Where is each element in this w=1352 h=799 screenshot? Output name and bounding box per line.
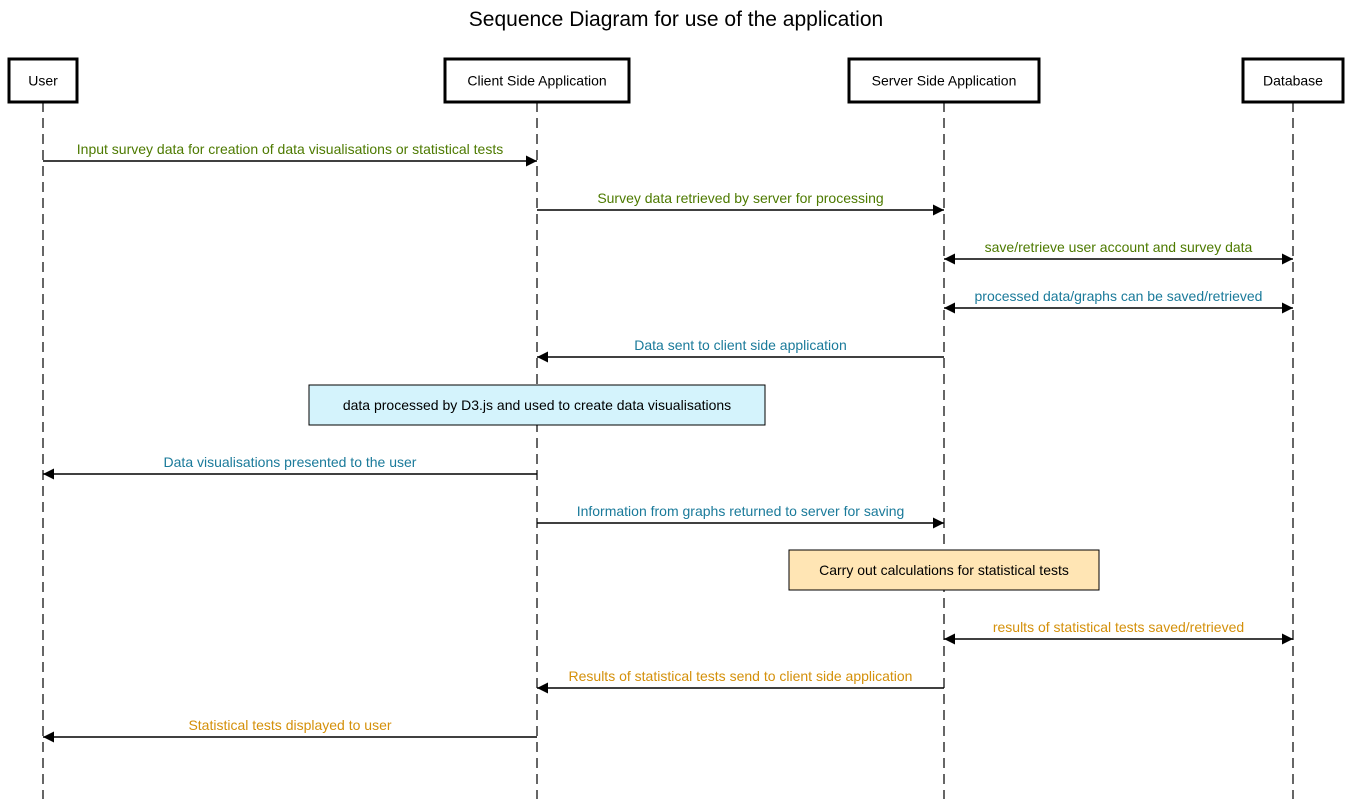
note-6-label: data processed by D3.js and used to crea… [343, 397, 731, 413]
message-12-label: Statistical tests displayed to user [188, 717, 391, 733]
participant-client-box [443, 57, 631, 104]
participant-db-box [1241, 57, 1345, 104]
message-10-label: results of statistical tests saved/retri… [993, 619, 1244, 635]
message-5-label: Data sent to client side application [634, 337, 846, 353]
participant-client-label: Client Side Application [467, 73, 606, 89]
message-3-label: save/retrieve user account and survey da… [985, 239, 1253, 255]
message-2-label: Survey data retrieved by server for proc… [597, 190, 883, 206]
message-4-label: processed data/graphs can be saved/retri… [975, 288, 1263, 304]
diagram-steps: Input survey data for creation of data v… [43, 141, 1293, 743]
lifelines [42, 102, 1294, 799]
participant-server-box [847, 57, 1041, 104]
participants: User Client Side Application Server Side A… [7, 57, 1345, 104]
participant-user-box [7, 57, 79, 104]
message-8-label: Information from graphs returned to serv… [577, 503, 905, 519]
participant-db-label: Database [1263, 73, 1323, 89]
diagram-title: Sequence Diagram for use of the applicat… [469, 8, 883, 31]
note-9-box [788, 549, 1100, 591]
participant-server-label: Server Side Application [872, 73, 1017, 89]
note-9-label: Carry out calculations for statistical t… [819, 562, 1069, 578]
message-7-label: Data visualisations presented to the use… [164, 454, 417, 470]
message-1-label: Input survey data for creation of data v… [77, 141, 503, 157]
message-11-label: Results of statistical tests send to cli… [569, 668, 913, 684]
note-6-box [308, 384, 766, 426]
participant-user-label: User [28, 73, 58, 89]
